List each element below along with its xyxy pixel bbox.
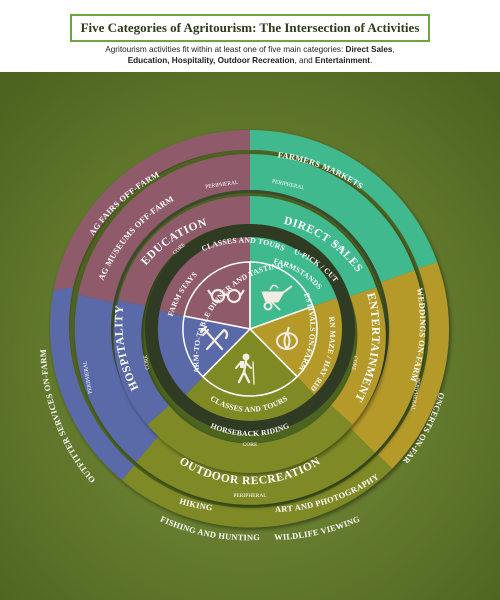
category-sector-outdoor-recreation bbox=[147, 405, 353, 473]
peripheral-tag-hospitality: PERIPHERAL bbox=[82, 360, 94, 394]
peripheral-sector-entertainment bbox=[349, 270, 426, 453]
subtitle-category-2: Education, Hospitality, Outdoor Recreati… bbox=[127, 56, 295, 65]
hiker-icon bbox=[235, 353, 255, 385]
core-sector-entertainment bbox=[297, 298, 343, 395]
pie-education bbox=[183, 261, 251, 330]
category-sector-education bbox=[118, 195, 251, 306]
core-tag-entertainment: CORE bbox=[350, 355, 359, 371]
page-title: Five Categories of Agritourism: The Inte… bbox=[80, 20, 420, 35]
peripheral-tag-outdoor: PERIPHERAL bbox=[233, 493, 267, 499]
subtitle-category-3: Entertainment bbox=[314, 56, 371, 65]
category-sector-direct-sales bbox=[250, 196, 377, 297]
core-sector-hospitality bbox=[157, 310, 203, 395]
pie-hospitality bbox=[182, 315, 252, 378]
outer-sector-entertainment bbox=[377, 262, 449, 469]
fork-knife-icon bbox=[199, 325, 229, 351]
category-ring bbox=[113, 195, 386, 473]
core-sector-outdoor-recreation bbox=[185, 376, 315, 421]
outer-sector-hospitality bbox=[49, 287, 135, 481]
outer-ring bbox=[49, 129, 449, 528]
peripheral-sector-hospitality bbox=[74, 294, 160, 463]
peripheral-ring bbox=[74, 153, 426, 505]
category-sector-entertainment bbox=[331, 287, 386, 425]
wheelbarrow-icon bbox=[261, 284, 293, 311]
glasses-icon bbox=[207, 288, 245, 304]
peripheral-sector-outdoor-recreation bbox=[136, 427, 376, 505]
outer-sector-outdoor-recreation bbox=[122, 454, 393, 528]
subtitle-category-1: Direct Sales bbox=[345, 45, 393, 54]
header: Five Categories of Agritourism: The Inte… bbox=[0, 0, 500, 72]
core-tag-outdoor: CORE bbox=[243, 442, 258, 448]
peripheral-tag-entertainment: PERIPHERAL bbox=[409, 377, 421, 411]
peripheral-sector-education bbox=[78, 153, 250, 303]
core-tag-hospitality: CORE bbox=[143, 354, 152, 370]
subtitle-intro: Agritourism activities fit within at lea… bbox=[105, 45, 346, 54]
title-box: Five Categories of Agritourism: The Inte… bbox=[70, 14, 430, 42]
core-sector-direct-sales bbox=[250, 236, 337, 307]
center-pie bbox=[182, 261, 318, 397]
outer-sector-direct-sales bbox=[250, 130, 438, 269]
pie-entertainment bbox=[248, 305, 318, 378]
subtitle-end: . bbox=[370, 56, 373, 65]
category-sector-hospitality bbox=[113, 300, 169, 425]
pie-outdoor-recreation bbox=[201, 327, 299, 397]
pumpkin-icon bbox=[276, 326, 298, 350]
core-ring bbox=[157, 236, 343, 421]
page-subtitle: Agritourism activities fit within at lea… bbox=[40, 44, 460, 66]
peripheral-tag-education: PERIPHERAL bbox=[205, 180, 239, 191]
subtitle-separator-1: , bbox=[392, 45, 395, 54]
peripheral-sector-direct-sales bbox=[250, 154, 415, 283]
outer-sector-education bbox=[53, 129, 251, 291]
core-sector-education bbox=[159, 236, 250, 317]
subtitle-separator-2: , and bbox=[294, 56, 315, 65]
